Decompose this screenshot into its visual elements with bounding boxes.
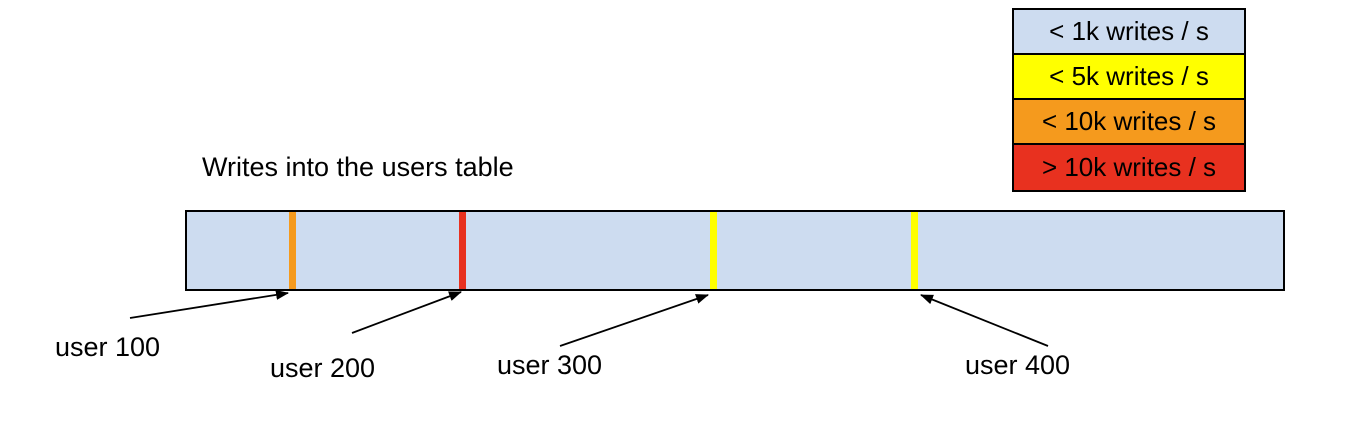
users-table-bar: [185, 210, 1285, 291]
legend-row-lt-5k: < 5k writes / s: [1014, 55, 1244, 100]
diagram-title: Writes into the users table: [202, 152, 514, 182]
write-hotspot-user-300: [710, 212, 717, 289]
write-hotspot-user-200: [459, 212, 466, 289]
legend-row-gt-10k: > 10k writes / s: [1014, 145, 1244, 190]
arrow-user-200-icon: [351, 291, 462, 334]
legend-row-lt-10k: < 10k writes / s: [1014, 100, 1244, 145]
legend-row-lt-1k: < 1k writes / s: [1014, 10, 1244, 55]
write-hotspot-user-400: [911, 212, 918, 289]
arrow-user-400-icon: [920, 294, 1049, 347]
write-hotspot-user-100: [289, 212, 296, 289]
label-user-200: user 200: [270, 353, 376, 383]
arrow-user-300-icon: [559, 294, 709, 347]
arrow-user-100-icon: [129, 289, 289, 319]
label-user-100: user 100: [55, 332, 161, 362]
legend: < 1k writes / s < 5k writes / s < 10k wr…: [1012, 8, 1246, 192]
label-user-400: user 400: [965, 350, 1071, 380]
label-user-300: user 300: [497, 350, 603, 380]
